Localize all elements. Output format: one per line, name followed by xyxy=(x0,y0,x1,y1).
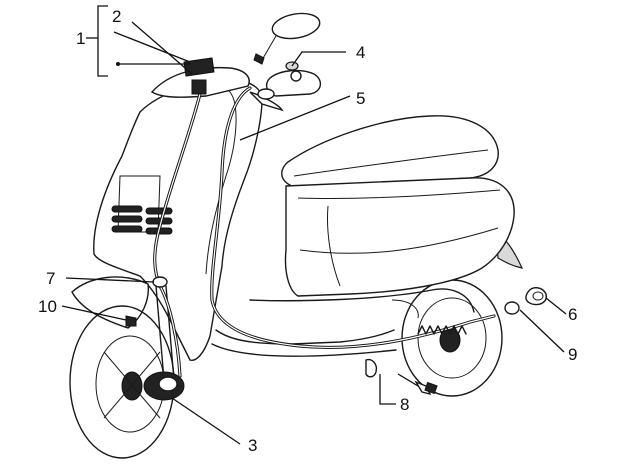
brake-cable xyxy=(210,86,496,349)
part-label-2: 2 xyxy=(112,7,121,26)
mirror-screw xyxy=(253,53,265,65)
throttle-knob xyxy=(290,70,302,82)
part-label-4: 4 xyxy=(356,43,365,62)
part-label-8: 8 xyxy=(400,395,409,414)
speedometer-cable xyxy=(153,92,202,378)
cable-cap xyxy=(504,301,520,315)
part-label-3: 3 xyxy=(248,436,257,455)
part-label-5: 5 xyxy=(356,89,365,108)
part-label-7: 7 xyxy=(46,269,55,288)
leader-lines xyxy=(61,5,567,445)
odometer-unit xyxy=(183,57,215,95)
part-label-9: 9 xyxy=(568,345,577,364)
part-label-1: 1 xyxy=(76,29,85,48)
speedometer-drive-hub xyxy=(143,371,185,401)
cable-spring xyxy=(417,325,467,335)
cable-stop-washer xyxy=(365,358,378,378)
part-label-10: 10 xyxy=(38,297,57,316)
part-number-labels: 1 2 3 4 5 6 7 8 9 10 xyxy=(38,7,577,455)
cable-clip xyxy=(152,276,168,288)
part-label-6: 6 xyxy=(568,305,577,324)
adjuster-nut xyxy=(525,287,547,306)
handlebar-assembly xyxy=(150,12,321,112)
fixing-screw xyxy=(414,380,438,396)
scooter-front-body xyxy=(69,79,397,459)
scooter-rear-body xyxy=(249,115,524,397)
front-grille-louvres xyxy=(111,205,173,235)
fork-grommet xyxy=(125,315,137,327)
